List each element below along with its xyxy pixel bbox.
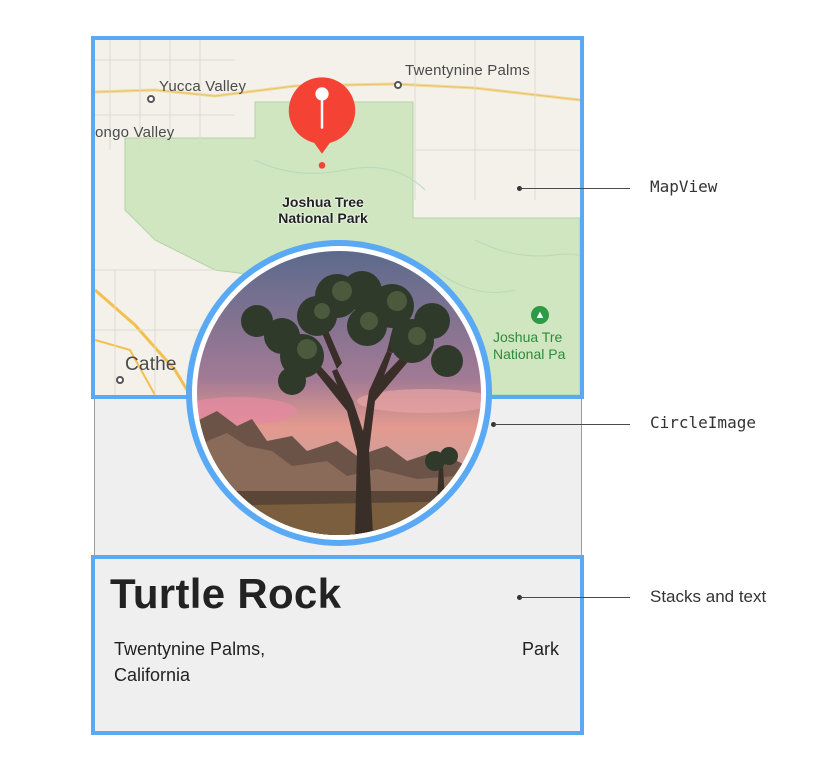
callout-dot-circleimage (491, 422, 496, 427)
joshua-tree-photo (197, 251, 481, 535)
map-pin-icon[interactable] (273, 74, 371, 172)
place-label-morongo-valley: ongo Valley (95, 124, 175, 141)
callout-dot-mapview (517, 186, 522, 191)
town-dot (394, 81, 402, 89)
town-dot (116, 376, 124, 384)
park-poi-line1: Joshua Tre (493, 329, 563, 345)
callout-label-mapview: MapView (650, 177, 718, 196)
park-title-line2: National Park (278, 210, 368, 226)
tree-icon[interactable]: ▲ (531, 306, 549, 324)
park-poi-line2: National Pa (493, 346, 566, 362)
street-grid (95, 40, 580, 395)
park-poi-label[interactable]: Joshua Tre National Pa (493, 329, 565, 363)
stacks-and-text-frame (91, 555, 584, 735)
place-label-cathedral-city: Cathe (125, 354, 177, 375)
callout-line-circleimage (494, 424, 630, 425)
callout-line-stacks (520, 597, 630, 598)
landmark-location: Twentynine Palms, California (114, 639, 266, 685)
town-dot (147, 95, 155, 103)
circle-image (197, 251, 481, 535)
callout-dot-stacks (517, 595, 522, 600)
callout-label-circleimage: CircleImage (650, 413, 756, 432)
landmark-title: Turtle Rock (110, 570, 342, 617)
place-label-yucca-valley: Yucca Valley (159, 78, 247, 95)
park-title-line1: Joshua Tree (282, 194, 364, 210)
park-title[interactable]: Joshua Tree National Park (248, 194, 398, 226)
minor-road (95, 339, 156, 395)
park-streams (254, 159, 580, 293)
landmark-type: Park (522, 639, 560, 659)
place-label-twentynine-palms: Twentynine Palms (405, 62, 530, 79)
callout-line-mapview (520, 188, 630, 189)
callout-label-stacks: Stacks and text (650, 587, 767, 606)
route-road (95, 288, 192, 395)
